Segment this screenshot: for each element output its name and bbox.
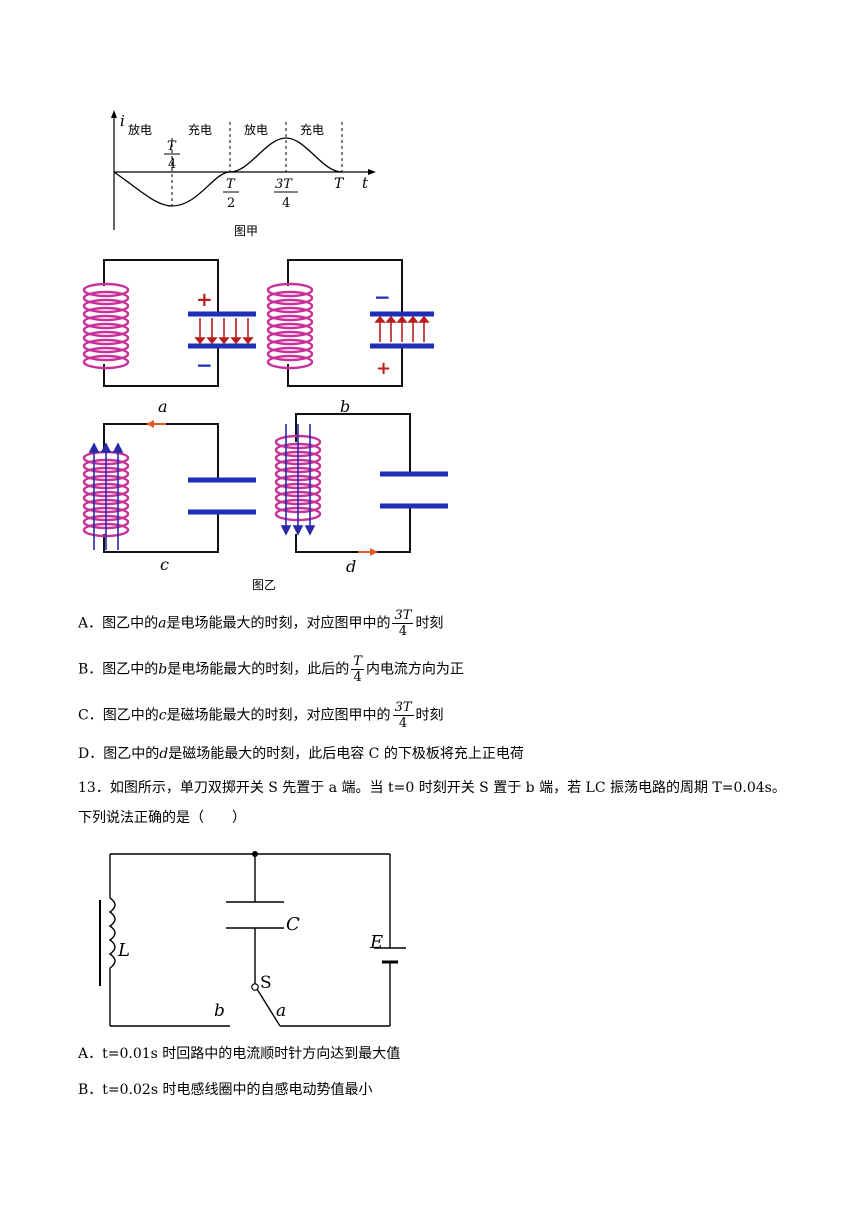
figure-yi-caption: 图乙 bbox=[252, 578, 277, 592]
label-b-terminal: b bbox=[214, 1001, 225, 1021]
segment-label-3: 放电 bbox=[244, 122, 268, 137]
label-S: S bbox=[260, 973, 272, 993]
option-12-d: D．图乙中的d是磁场能最大的时刻，此后电容 C 的下极板将充上正电荷 bbox=[78, 746, 524, 762]
plus-sign-b: + bbox=[376, 358, 391, 379]
tick-T4-den: 4 bbox=[168, 157, 176, 172]
axis-t-label: t bbox=[362, 174, 369, 192]
tick-T4-num: T bbox=[167, 139, 177, 154]
circuit-b: − + bbox=[266, 259, 434, 387]
circuit-diagram-13: L C E S a b bbox=[99, 851, 406, 1027]
label-E: E bbox=[369, 932, 383, 953]
segment-label-4: 充电 bbox=[300, 122, 324, 137]
label-c: c bbox=[160, 555, 169, 574]
question-13-line2: 下列说法正确的是（ ） bbox=[78, 810, 246, 826]
plus-sign-a: + bbox=[196, 287, 213, 311]
tick-T2-den: 2 bbox=[227, 196, 235, 211]
segment-label-1: 放电 bbox=[128, 122, 152, 137]
minus-sign-a: − bbox=[196, 353, 213, 377]
option-13-a: A．t=0.01s 时回路中的电流顺时针方向达到最大值 bbox=[78, 1046, 401, 1062]
minus-sign-b: − bbox=[374, 285, 391, 309]
option-13-b: B．t=0.02s 时电感线圈中的自感电动势值最小 bbox=[78, 1082, 373, 1098]
segment-label-2: 充电 bbox=[188, 122, 212, 137]
circuit-a: + − bbox=[82, 259, 256, 387]
figure-jia-graph: i t 放电 充电 放电 充电 T 4 T 2 3T 4 T bbox=[111, 110, 376, 230]
tick-T-label: T bbox=[334, 176, 345, 192]
question-13-line1: 13．如图所示，单刀双掷开关 S 先置于 a 端。当 t=0 时刻开关 S 置于… bbox=[78, 780, 786, 796]
label-L: L bbox=[117, 940, 130, 961]
label-a-terminal: a bbox=[276, 1001, 286, 1021]
label-d: d bbox=[346, 557, 356, 576]
tick-T2-num: T bbox=[226, 177, 236, 192]
label-b: b bbox=[340, 397, 350, 416]
circuit-d bbox=[274, 413, 448, 556]
figure-yi-circuits: + − a − + b c bbox=[82, 259, 448, 576]
axis-i-label: i bbox=[120, 112, 125, 130]
tick-3T4-num: 3T bbox=[275, 177, 293, 192]
label-a: a bbox=[158, 397, 168, 416]
circuit-c bbox=[82, 420, 256, 553]
figure-jia-caption: 图甲 bbox=[234, 224, 259, 238]
tick-3T4-den: 4 bbox=[282, 196, 290, 211]
label-C: C bbox=[286, 914, 300, 935]
